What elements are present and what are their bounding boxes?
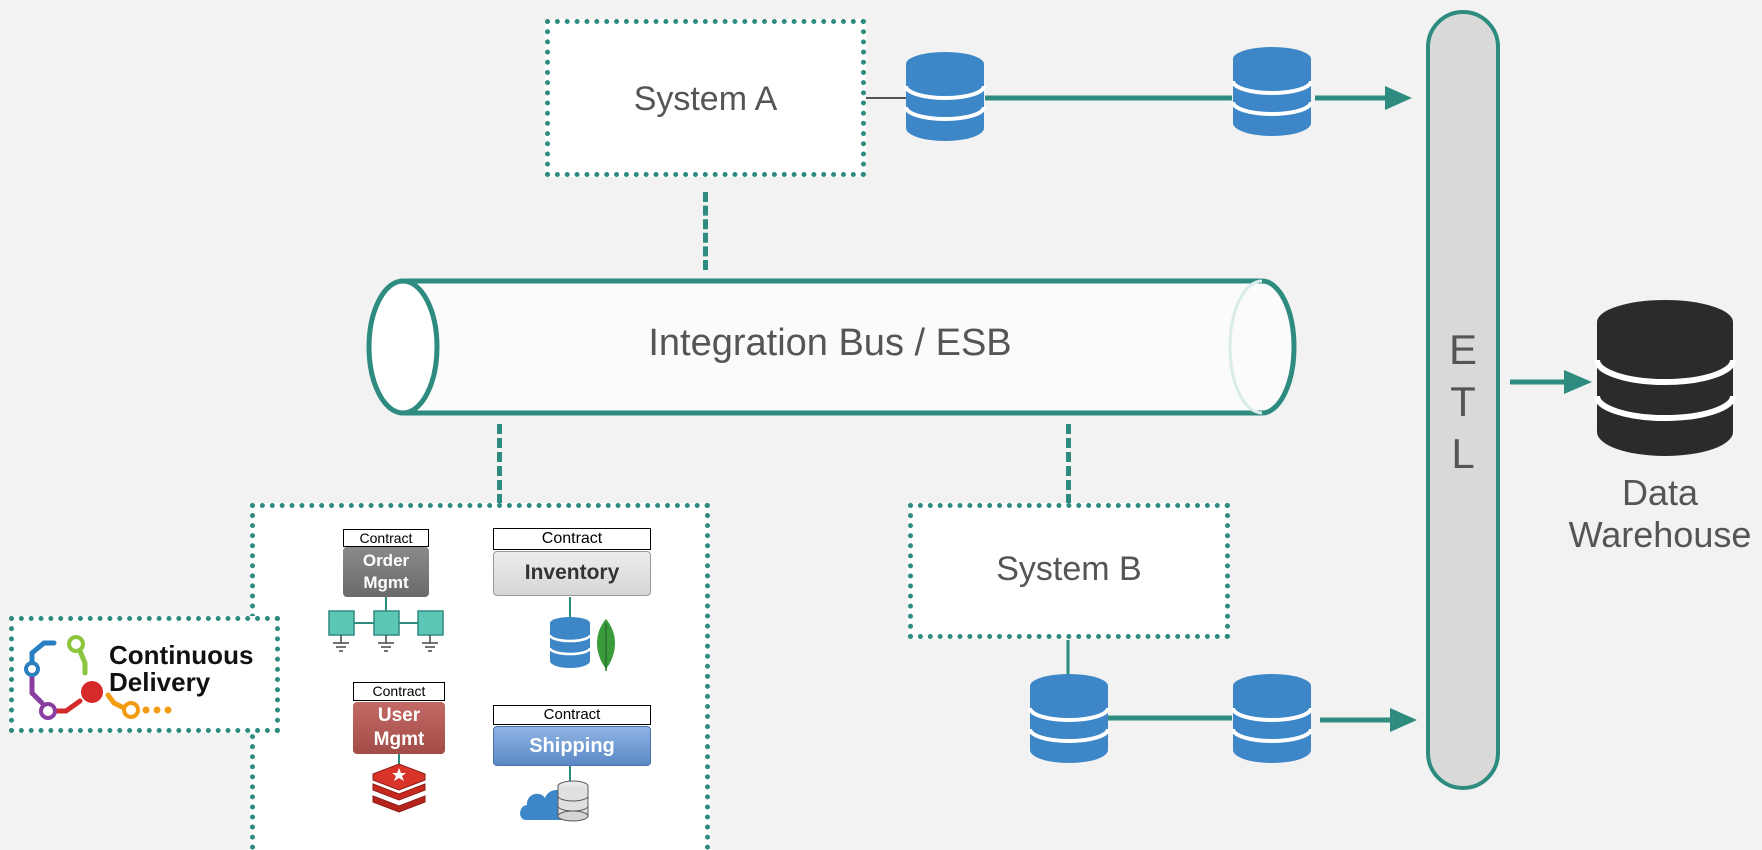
order-mgmt-line1: Order [362, 551, 410, 570]
top-arrow-to-etl [1315, 86, 1412, 110]
integration-bus-label: Integration Bus / ESB [648, 322, 1012, 364]
etl-pipe[interactable]: E T L [1426, 10, 1500, 790]
etl-to-warehouse-arrow [1510, 370, 1592, 394]
etl-letter-l: L [1451, 430, 1475, 477]
order-contract-label: Contract [343, 529, 429, 547]
shipping-label: Shipping [529, 735, 615, 757]
database-icon [1231, 674, 1313, 763]
network-switch-icon [328, 597, 444, 652]
system-b-bus-connector [1066, 424, 1071, 504]
mongodb-database-icon [548, 597, 615, 671]
system-a-box[interactable]: System A [545, 19, 866, 177]
continuous-delivery-line1: Continuous [109, 640, 254, 670]
continuous-delivery-box: Continuous Delivery [9, 616, 280, 733]
redis-icon [372, 754, 426, 813]
etl-letter-t: T [1450, 378, 1476, 425]
user-mgmt-line2: Mgmt [373, 729, 425, 750]
services-bus-connector [497, 424, 502, 504]
bottom-arrow-to-etl [1320, 708, 1417, 732]
integration-bus-cylinder [366, 278, 1297, 416]
shipping-service[interactable]: Shipping [493, 726, 651, 766]
database-icon [904, 52, 986, 141]
cloud-database-icon [520, 766, 589, 822]
data-warehouse-label-line1: Data [1621, 472, 1699, 513]
data-warehouse-icon [1594, 300, 1736, 456]
data-warehouse-label-line2: Warehouse [1568, 514, 1752, 555]
system-a-label: System A [633, 80, 778, 118]
system-b-box[interactable]: System B [908, 503, 1230, 639]
order-mgmt-line2: Mgmt [363, 573, 409, 592]
inventory-label: Inventory [524, 561, 620, 584]
continuous-delivery-logo [24, 635, 172, 720]
inventory-contract-label: Contract [493, 528, 651, 550]
shipping-contract-label: Contract [493, 705, 651, 725]
system-a-bus-connector [703, 192, 708, 270]
database-icon [1231, 47, 1313, 136]
user-contract-label: Contract [353, 682, 445, 701]
inventory-service[interactable]: Inventory [493, 551, 651, 596]
continuous-delivery-line2: Delivery [109, 667, 211, 697]
database-icon [1028, 674, 1110, 763]
etl-letter-e: E [1448, 326, 1477, 373]
system-b-label: System B [996, 550, 1142, 588]
user-mgmt-line1: User [377, 705, 421, 726]
user-mgmt-service[interactable]: User Mgmt [353, 702, 445, 754]
order-mgmt-service[interactable]: Order Mgmt [343, 547, 429, 597]
